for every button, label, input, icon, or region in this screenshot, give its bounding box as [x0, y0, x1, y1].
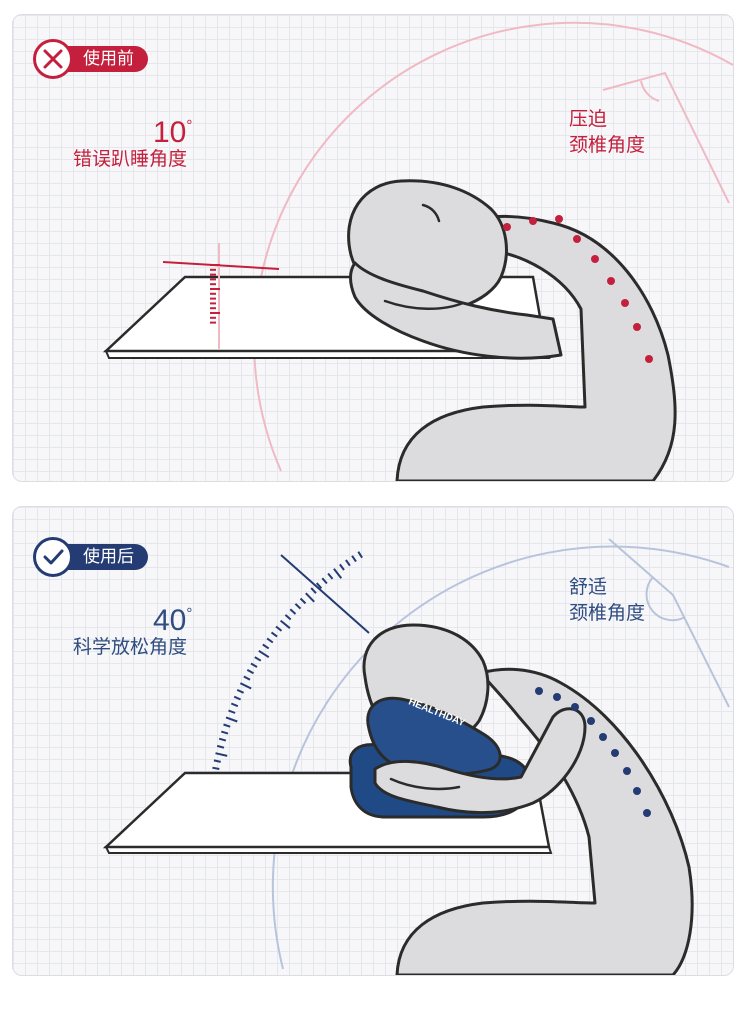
ruler-tick: [233, 695, 242, 701]
after-angle-value: 40°: [153, 604, 193, 637]
arm-fold: [389, 777, 461, 791]
body: [395, 667, 694, 975]
ruler-tick: [270, 631, 278, 638]
before-angle-value: 10°: [153, 116, 193, 149]
corner-angle-line: [602, 71, 730, 204]
ruler-tick: [284, 614, 292, 621]
ruler-tick: [230, 702, 239, 708]
ruler-tick: [339, 563, 345, 571]
ruler-tick: [228, 709, 236, 714]
ruler-tick: [333, 568, 343, 579]
ruler-tick: [266, 637, 274, 644]
arm-fold: [383, 299, 465, 310]
ruler-ticks: [210, 264, 220, 324]
ruler-tick: [321, 577, 328, 585]
corner-angle-line: [608, 538, 730, 708]
check-icon: [33, 537, 73, 577]
cross-icon: [33, 39, 73, 79]
ruler-tick: [310, 587, 317, 594]
spine-dots: [535, 687, 651, 817]
ruler-tick: [294, 603, 302, 610]
corner-angle-mark: [645, 576, 686, 622]
ruler-tick: [351, 555, 357, 563]
ruler-tick: [250, 662, 258, 668]
ruler-tick: [215, 752, 228, 757]
before-illustration: [102, 21, 733, 481]
ruler-tick: [212, 766, 220, 770]
corner-angle-mark: [640, 80, 660, 102]
ruler-tick: [279, 619, 291, 629]
arm: [349, 261, 563, 360]
angle-line: [280, 554, 370, 634]
arm: [373, 707, 587, 815]
after-neck-label-line2: 颈椎角度: [569, 602, 646, 624]
ruler-tick: [236, 688, 245, 694]
ruler-tick: [243, 675, 251, 681]
ruler-tick: [305, 592, 315, 603]
ruler-tick: [357, 551, 363, 559]
before-angle-label: 错误趴睡角度: [73, 148, 188, 170]
ruler-tick: [218, 737, 227, 742]
ruler-tick: [327, 572, 334, 580]
before-neck-label-line1: 压迫: [569, 108, 608, 130]
panel-after-use: HEALTHDAY 使用后 40° 科学放松角度 舒适 颈椎角度: [12, 506, 734, 976]
ruler-tick: [254, 656, 262, 662]
before-badge-label: 使用前: [59, 46, 148, 72]
ruler-tick: [223, 723, 231, 728]
after-badge: 使用后: [33, 535, 148, 579]
before-badge: 使用前: [33, 37, 148, 81]
angle-line: [162, 261, 280, 270]
spine-dots: [503, 215, 653, 363]
ruler-tick: [258, 649, 270, 659]
ruler-tick: [345, 559, 351, 567]
eye: [421, 203, 441, 223]
ruler-tick: [221, 730, 229, 735]
after-angle-label: 科学放松角度: [73, 636, 188, 658]
panel-before-use: 使用前 10° 错误趴睡角度 压迫 颈椎角度: [12, 14, 734, 482]
ruler-tick: [225, 716, 238, 723]
after-badge-label: 使用后: [59, 544, 148, 570]
ruler-tick: [289, 608, 297, 615]
ruler-tick: [262, 643, 270, 650]
ruler-tick: [239, 682, 252, 690]
ruler-tick: [213, 759, 221, 763]
after-neck-label-line1: 舒适: [569, 576, 608, 598]
ruler-tick: [216, 744, 225, 749]
ruler-tick: [299, 597, 307, 605]
ruler-tick: [275, 625, 283, 632]
ruler-tick: [246, 669, 254, 675]
before-neck-label-line2: 颈椎角度: [569, 134, 646, 156]
ruler-tick: [315, 582, 323, 589]
after-illustration: HEALTHDAY: [102, 538, 730, 975]
